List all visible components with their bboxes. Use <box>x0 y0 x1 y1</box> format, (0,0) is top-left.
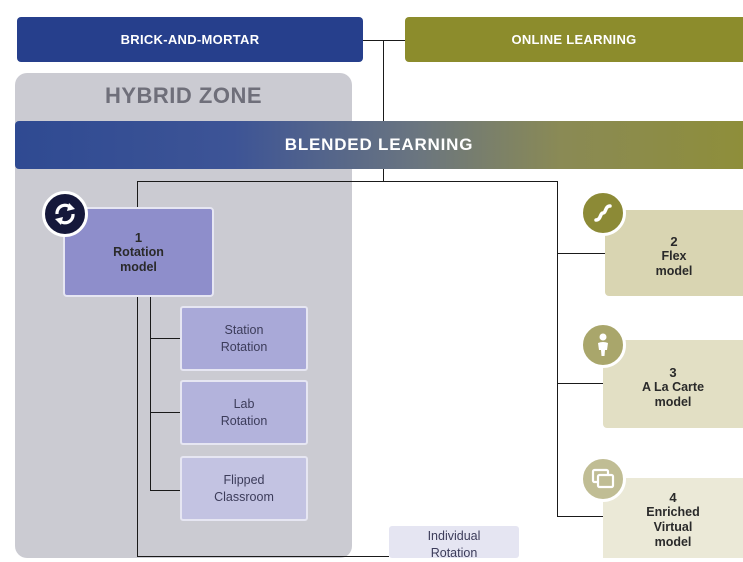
person-icon <box>580 322 626 368</box>
flipped-classroom-line2: Classroom <box>214 489 274 504</box>
connector-right-v <box>557 181 558 517</box>
station-rotation-line1: Station <box>224 322 264 337</box>
individual-rotation-line2: Rotation <box>430 546 478 560</box>
flex-model-line2: model <box>655 263 693 278</box>
individual-rotation-line1: Individual <box>427 529 481 543</box>
blended-learning-bar: BLENDED LEARNING <box>15 121 743 169</box>
lab-rotation-line1: Lab <box>233 396 255 411</box>
flipped-classroom-box: Flipped Classroom <box>180 456 308 521</box>
alacarte-model-line2: model <box>654 394 692 409</box>
lab-rotation-box: Lab Rotation <box>180 380 308 445</box>
connector-alacarte-h <box>557 383 605 384</box>
brick-and-mortar-header: BRICK-AND-MORTAR <box>17 17 363 62</box>
enriched-model-line2: Virtual <box>653 520 693 534</box>
connector-top-v <box>383 40 384 121</box>
station-rotation-box: Station Rotation <box>180 306 308 371</box>
flex-icon <box>580 190 626 236</box>
rotation-model-line1: Rotation <box>113 244 164 259</box>
connector-bottom-h <box>137 556 389 557</box>
connector-flex-h <box>557 253 605 254</box>
connector-flipped-h <box>150 490 180 491</box>
connector-blended-v <box>383 169 384 182</box>
connector-lab-h <box>150 412 180 413</box>
flipped-classroom-line1: Flipped <box>223 472 265 487</box>
connector-top-h-left <box>363 40 383 41</box>
screens-icon <box>580 456 626 502</box>
connector-station-h <box>150 338 180 339</box>
connector-left-v <box>137 181 138 557</box>
enriched-model-line1: Enriched <box>646 505 700 519</box>
connector-enriched-h <box>557 516 605 517</box>
alacarte-model-line1: A La Carte <box>641 379 705 394</box>
connector-main-h <box>137 181 558 182</box>
connector-sub-v <box>150 296 151 491</box>
station-rotation-line2: Rotation <box>220 339 268 354</box>
enriched-model-box: 4 Enriched Virtual model <box>603 478 743 558</box>
rotation-model-line2: model <box>120 259 157 274</box>
connector-top-h-right <box>383 40 405 41</box>
alacarte-model-box: 3 A La Carte model <box>603 340 743 428</box>
rotation-model-box: 1 Rotation model <box>63 207 214 297</box>
online-learning-header: ONLINE LEARNING <box>405 17 743 62</box>
rotation-model-number: 1 <box>134 229 143 245</box>
alacarte-model-number: 3 <box>669 364 677 380</box>
rotation-icon <box>42 191 88 237</box>
flex-model-line1: Flex <box>661 248 687 263</box>
flex-model-box: 2 Flex model <box>605 210 743 296</box>
enriched-model-line3: model <box>654 535 692 549</box>
individual-rotation-box: Individual Rotation <box>389 526 519 560</box>
hybrid-zone-label: HYBRID ZONE <box>104 83 263 108</box>
flex-model-number: 2 <box>670 233 678 249</box>
lab-rotation-line2: Rotation <box>220 413 268 428</box>
enriched-model-number: 4 <box>669 490 677 505</box>
